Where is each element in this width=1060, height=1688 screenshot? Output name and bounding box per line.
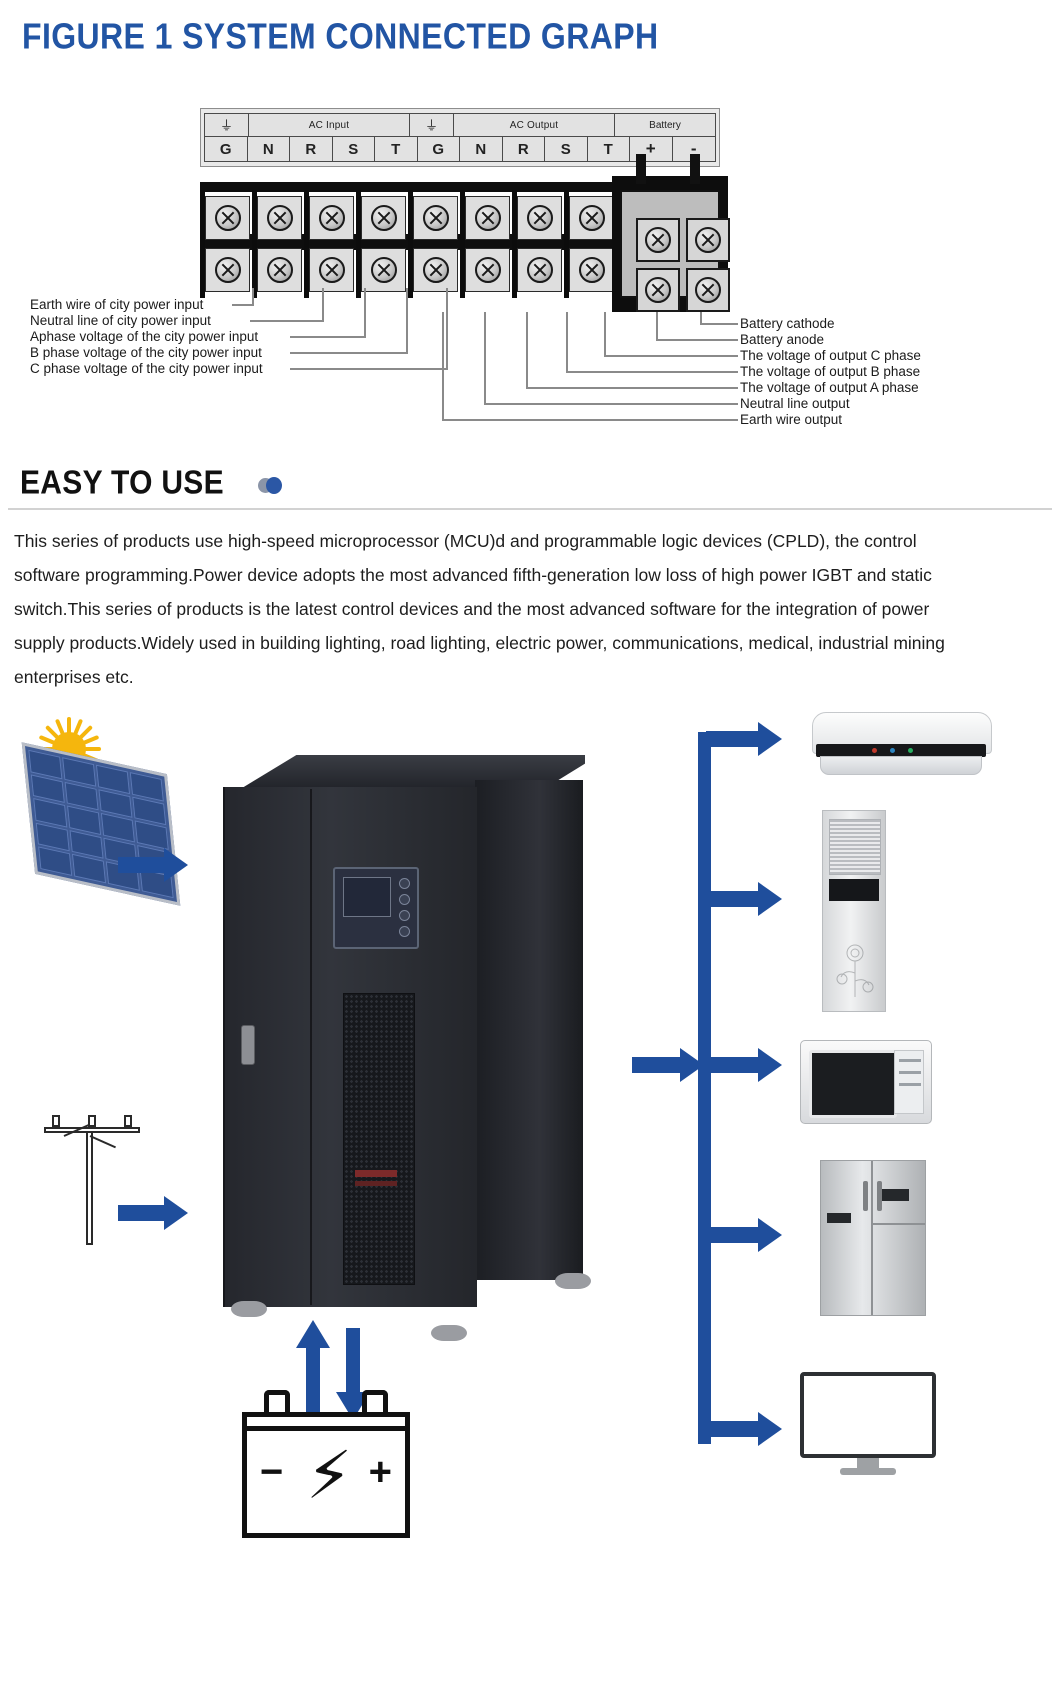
cabinet-control-panel bbox=[333, 867, 419, 949]
cabinet-button-3[interactable] bbox=[399, 910, 410, 921]
cabinet-button-1[interactable] bbox=[399, 878, 410, 889]
callout-output-c-phase: The voltage of output C phase bbox=[740, 348, 921, 363]
callout-earth-wire-input: Earth wire of city power input bbox=[30, 297, 204, 312]
callout-labels: Earth wire of city power input Neutral l… bbox=[0, 288, 1060, 450]
power-pole-icon bbox=[40, 1105, 150, 1245]
terminal-R-out: R bbox=[502, 137, 545, 161]
cabinet-door-handle[interactable] bbox=[241, 1025, 255, 1065]
callout-battery-anode: Battery anode bbox=[740, 332, 825, 347]
arrow-to-microwave bbox=[706, 1048, 788, 1082]
ups-inverter-cabinet bbox=[215, 755, 591, 1341]
battery-positive-symbol: + bbox=[368, 1450, 392, 1494]
callout-neutral-line-out: Neutral line output bbox=[740, 396, 850, 411]
ac-input-header: AC Input bbox=[249, 114, 410, 136]
screw-terminal-column bbox=[356, 190, 408, 298]
ground-symbol-icon-output: ⏚ bbox=[410, 114, 454, 136]
cabinet-button-2[interactable] bbox=[399, 894, 410, 905]
page-title: FIGURE 1 SYSTEM CONNECTED GRAPH bbox=[22, 16, 659, 57]
screw-terminal-column bbox=[512, 190, 564, 298]
arrow-solar-to-cabinet bbox=[118, 848, 188, 882]
output-bus-line bbox=[698, 732, 711, 1444]
terminal-G-in: G bbox=[205, 137, 248, 161]
terminal-T-in: T bbox=[375, 137, 418, 161]
callout-b-phase-input: B phase voltage of the city power input bbox=[30, 345, 262, 360]
battery-bolt-icon: ⚡ bbox=[306, 1438, 353, 1512]
terminal-label-row: G N R S T G N R S T + - bbox=[205, 136, 715, 161]
callout-output-b-phase: The voltage of output B phase bbox=[740, 364, 921, 379]
terminal-N-out: N bbox=[460, 137, 503, 161]
refrigerator-icon bbox=[820, 1160, 926, 1316]
arrow-to-monitor bbox=[706, 1412, 788, 1446]
battery-icon: − ⚡ + bbox=[242, 1390, 410, 1538]
battery-terminal-block bbox=[612, 154, 730, 312]
terminal-T-out: T bbox=[587, 137, 630, 161]
terminal-block-diagram: ⏚ AC Input ⏚ AC Output Battery G N R S T… bbox=[200, 108, 720, 167]
accent-dots-icon bbox=[258, 476, 292, 496]
arrow-to-split-ac bbox=[706, 722, 788, 756]
arrow-grid-to-cabinet bbox=[118, 1196, 188, 1230]
screw-terminal-column bbox=[408, 190, 460, 298]
terminal-S-in: S bbox=[332, 137, 375, 161]
terminal-R-in: R bbox=[290, 137, 333, 161]
cabinet-button-4[interactable] bbox=[399, 926, 410, 937]
arrow-to-floor-ac bbox=[706, 882, 788, 916]
terminal-N-in: N bbox=[247, 137, 290, 161]
arrow-to-refrigerator bbox=[706, 1218, 788, 1252]
terminal-header-row: ⏚ AC Input ⏚ AC Output Battery bbox=[205, 114, 715, 136]
screw-terminal-column bbox=[200, 190, 252, 298]
screw-terminal-column bbox=[564, 190, 616, 298]
terminal-G-out: G bbox=[417, 137, 460, 161]
callout-battery-cathode: Battery cathode bbox=[740, 316, 835, 331]
ground-symbol-icon-input: ⏚ bbox=[205, 114, 249, 136]
easy-to-use-paragraph: This series of products use high-speed m… bbox=[14, 531, 945, 687]
arrow-cabinet-to-loads bbox=[632, 1048, 708, 1082]
callout-neutral-line-input: Neutral line of city power input bbox=[30, 313, 211, 328]
callout-a-phase-input: Aphase voltage of the city power input bbox=[30, 329, 259, 344]
monitor-icon bbox=[800, 1372, 936, 1476]
cabinet-ventilation-grille bbox=[343, 993, 415, 1285]
screw-terminal-column bbox=[304, 190, 356, 298]
system-diagram-illustration: − ⚡ + bbox=[0, 700, 1060, 1688]
battery-header: Battery bbox=[615, 114, 715, 136]
callout-c-phase-input: C phase voltage of the city power input bbox=[30, 361, 263, 376]
terminal-S-out: S bbox=[545, 137, 588, 161]
floor-ac-icon bbox=[822, 810, 886, 1012]
air-conditioner-icon bbox=[812, 712, 992, 780]
callout-output-a-phase: The voltage of output A phase bbox=[740, 380, 919, 395]
arrow-battery-discharge bbox=[296, 1320, 330, 1412]
battery-negative-symbol: − bbox=[260, 1450, 284, 1494]
section-divider bbox=[8, 508, 1052, 510]
cabinet-lcd-screen bbox=[343, 877, 391, 917]
ac-output-header: AC Output bbox=[454, 114, 615, 136]
microwave-icon bbox=[800, 1040, 932, 1124]
screw-terminal-column bbox=[460, 190, 512, 298]
callout-earth-wire-out: Earth wire output bbox=[740, 412, 843, 427]
easy-to-use-heading: EASY TO USE bbox=[20, 465, 224, 502]
accent-dot-blue bbox=[266, 477, 282, 494]
screw-terminal-column bbox=[252, 190, 304, 298]
